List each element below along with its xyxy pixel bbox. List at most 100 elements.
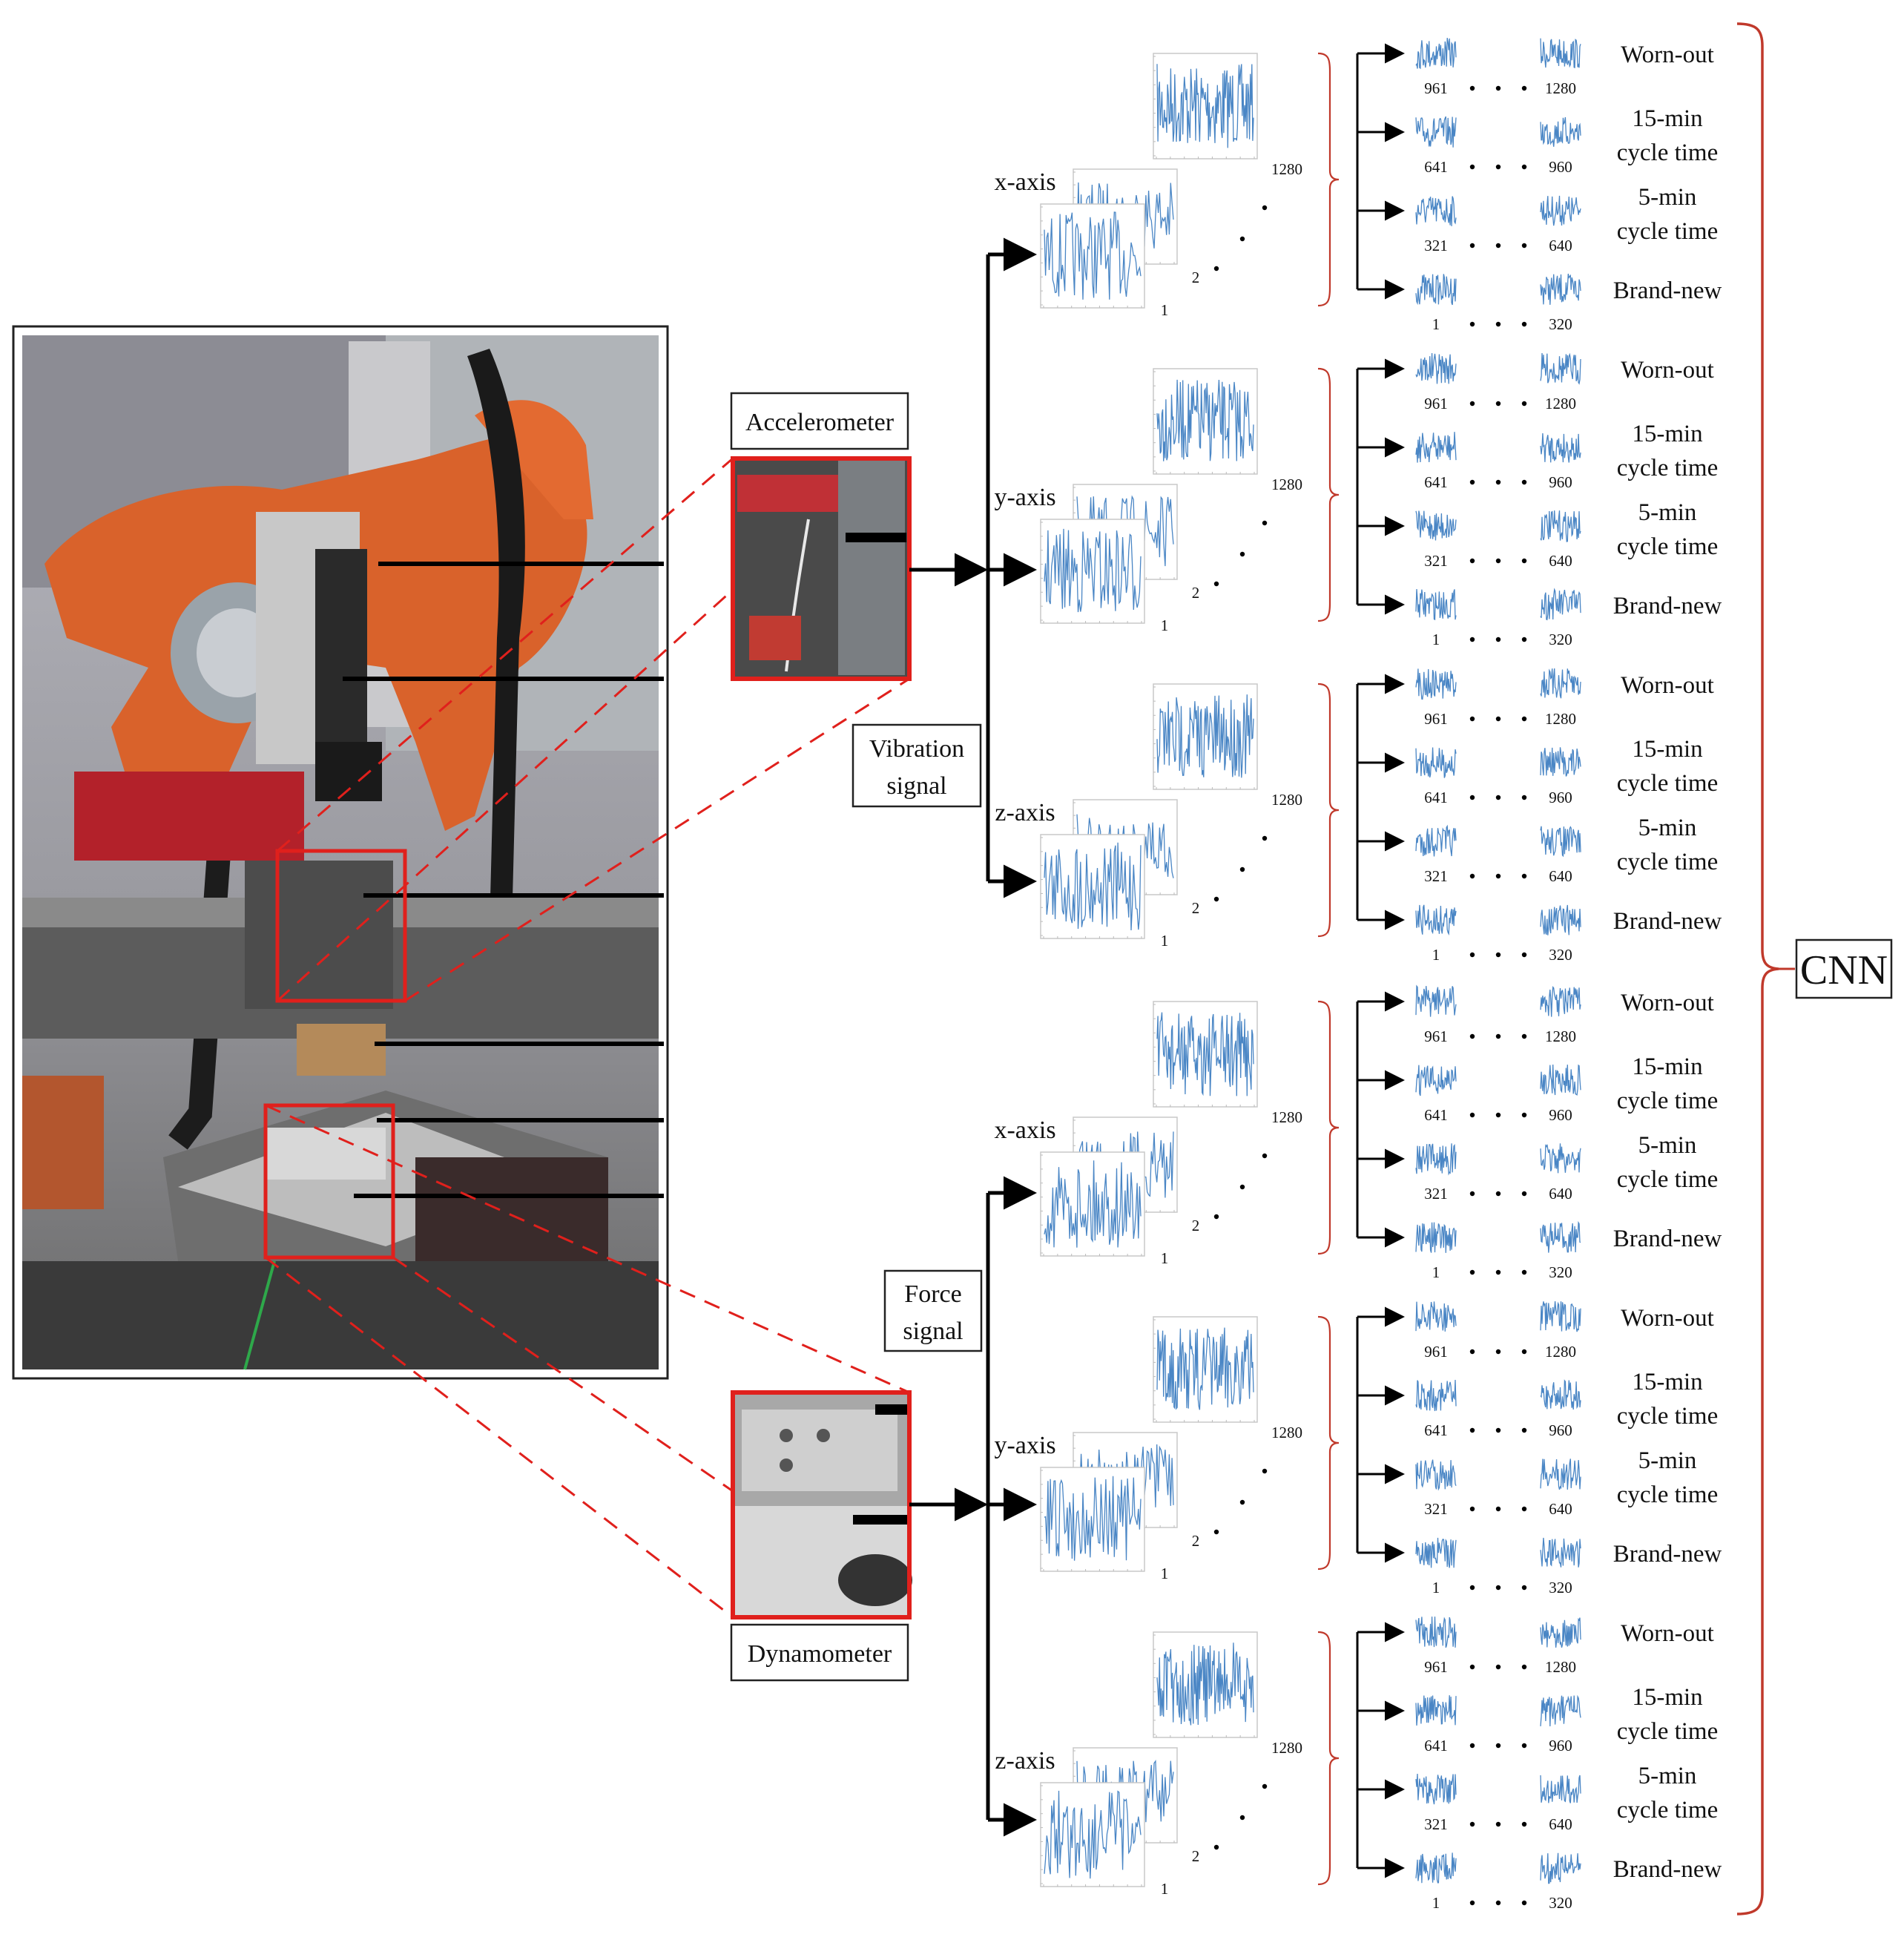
segment-ellipsis-dot <box>1495 637 1501 642</box>
segment-end-plot <box>1537 1375 1584 1416</box>
segment-ellipsis-dot <box>1495 1821 1501 1827</box>
segment-ellipsis-dot <box>1495 558 1501 564</box>
group-bracket <box>1317 367 1340 622</box>
segment-ellipsis-dot <box>1521 243 1527 249</box>
segment-start-plot <box>1412 505 1460 547</box>
condition-label: Brand-new <box>1613 593 1722 619</box>
segment-end-plot <box>1537 1690 1584 1732</box>
accelerometer-label: Accelerometer <box>745 409 895 436</box>
stack-ellipsis-dot <box>1262 205 1268 211</box>
segment-ellipsis-dot <box>1469 1506 1475 1512</box>
segment-ellipsis-dot <box>1495 795 1501 800</box>
stack-ellipsis-dot <box>1213 1844 1219 1850</box>
segment-ellipsis-dot <box>1495 1506 1501 1512</box>
segment-ellipsis-dot <box>1495 243 1501 249</box>
segment-ellipsis-dot <box>1521 1033 1527 1039</box>
segment-end-index: 320 <box>1549 631 1572 648</box>
segment-start-plot <box>1412 1847 1460 1889</box>
segment-end-plot <box>1537 1296 1584 1338</box>
condition-label: Brand-new <box>1613 1856 1722 1883</box>
stack-ellipsis-dot <box>1239 1815 1245 1821</box>
segment-ellipsis-dot <box>1469 952 1475 958</box>
segment-ellipsis-dot <box>1521 1585 1527 1591</box>
stack-label-last: 1280 <box>1271 1424 1302 1441</box>
segment-end-index: 320 <box>1549 1579 1572 1596</box>
segment-ellipsis-dot <box>1495 1900 1501 1906</box>
segment-ellipsis-dot <box>1521 952 1527 958</box>
segment-start-index: 321 <box>1424 552 1448 570</box>
stack-label-first: 1 <box>1161 1565 1169 1582</box>
vibration-signal-label-1: Vibration <box>869 735 964 763</box>
stack-ellipsis-dot <box>1213 1214 1219 1220</box>
segment-ellipsis-dot <box>1469 401 1475 407</box>
segment-ellipsis-dot <box>1469 1349 1475 1355</box>
segment-ellipsis-dot <box>1495 401 1501 407</box>
segment-ellipsis-dot <box>1469 1191 1475 1197</box>
segment-ellipsis-dot <box>1495 1664 1501 1670</box>
force-signal-label-2: signal <box>903 1318 963 1345</box>
segment-ellipsis-dot <box>1469 1269 1475 1275</box>
segment-start-index: 1 <box>1432 1579 1440 1596</box>
segment-ellipsis-dot <box>1521 795 1527 800</box>
force-signal-box: Force signal <box>883 1269 983 1352</box>
segment-end-index: 960 <box>1549 1106 1572 1124</box>
segment-ellipsis-dot <box>1469 1427 1475 1433</box>
dynamometer-label-box: Dynamometer <box>730 1623 909 1682</box>
segment-end-index: 640 <box>1549 1500 1572 1518</box>
segment-end-plot <box>1537 427 1584 468</box>
segment-ellipsis-dot <box>1521 1664 1527 1670</box>
segment-end-plot <box>1537 1532 1584 1573</box>
segment-ellipsis-dot <box>1495 1269 1501 1275</box>
condition-label-line-2: cycle time <box>1617 218 1719 245</box>
segment-start-plot <box>1412 1059 1460 1101</box>
segment-ellipsis-dot <box>1469 1585 1475 1591</box>
segment-end-index: 640 <box>1549 1815 1572 1833</box>
vibration-signal-box: Vibration signal <box>851 723 982 808</box>
group-bracket <box>1317 1631 1340 1886</box>
group-bracket <box>1317 52 1340 307</box>
signal-window-first <box>1040 1467 1145 1572</box>
segment-start-plot <box>1412 1532 1460 1573</box>
segment-start-plot <box>1412 111 1460 153</box>
condition-label: Worn-out <box>1621 990 1714 1016</box>
stack-ellipsis-dot <box>1213 896 1219 902</box>
stack-ellipsis-dot <box>1262 520 1268 526</box>
segment-ellipsis-dot <box>1469 637 1475 642</box>
segment-ellipsis-dot <box>1469 1664 1475 1670</box>
segment-ellipsis-dot <box>1469 558 1475 564</box>
stack-label-last: 1280 <box>1271 791 1302 809</box>
stack-ellipsis-dot <box>1239 1184 1245 1190</box>
stack-ellipsis-dot <box>1239 866 1245 872</box>
stack-label-first: 1 <box>1161 1880 1169 1898</box>
stack-label-second: 2 <box>1192 1847 1200 1865</box>
segment-ellipsis-dot <box>1469 873 1475 879</box>
cnn-bracket <box>1736 22 1795 1915</box>
condition-label-line-1: 15-min <box>1632 1053 1702 1080</box>
segment-end-plot <box>1537 584 1584 625</box>
segment-start-index: 321 <box>1424 867 1448 885</box>
segment-start-plot <box>1412 663 1460 705</box>
segment-end-plot <box>1537 820 1584 862</box>
segment-start-index: 961 <box>1424 79 1448 97</box>
segment-ellipsis-dot <box>1469 1821 1475 1827</box>
segment-end-plot <box>1537 1059 1584 1101</box>
condition-label-line-1: 15-min <box>1632 421 1702 447</box>
zoom-lines <box>265 457 910 1619</box>
